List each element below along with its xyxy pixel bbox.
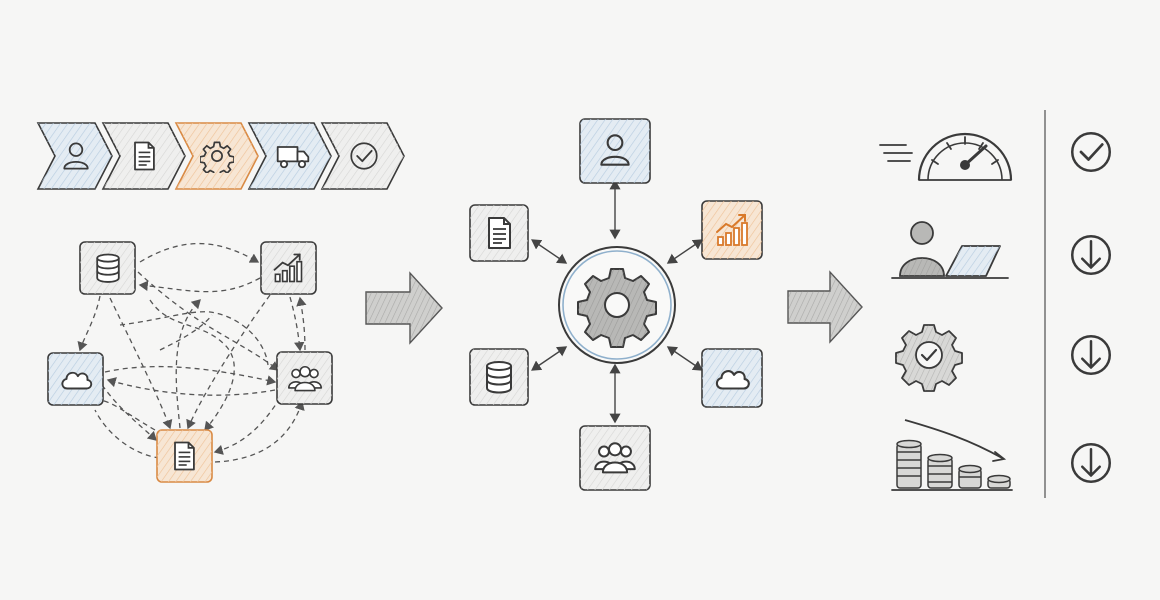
transition-arrow-2 bbox=[787, 270, 863, 344]
document-icon bbox=[134, 141, 155, 171]
checkmark-circle-icon bbox=[1070, 131, 1112, 173]
document-icon bbox=[488, 217, 511, 249]
hub-spoke-chart bbox=[701, 200, 763, 260]
gear-check-icon bbox=[895, 324, 963, 392]
database-icon bbox=[96, 253, 120, 283]
hub-connections bbox=[531, 179, 703, 424]
chevron-gear bbox=[174, 122, 259, 190]
hub-core bbox=[558, 246, 676, 364]
hub-spoke-database bbox=[469, 348, 529, 406]
database-icon bbox=[486, 361, 512, 394]
chevron-document bbox=[101, 122, 186, 190]
coin-stacks-decline-icon bbox=[891, 419, 1013, 491]
chaotic-node-document bbox=[156, 429, 213, 483]
chaotic-node-cloud bbox=[47, 352, 104, 406]
chevron-checkmark bbox=[320, 122, 405, 190]
chevron-person bbox=[36, 122, 113, 190]
person-laptop-icon bbox=[891, 221, 1009, 279]
benefits-panel bbox=[879, 110, 1112, 498]
chaotic-node-database bbox=[79, 241, 136, 295]
hub-spoke-users bbox=[579, 425, 651, 491]
hub-gear-icon bbox=[577, 268, 657, 348]
chaotic-node-chart bbox=[260, 241, 317, 295]
hub-spoke-person bbox=[579, 118, 651, 184]
transition-arrow-1 bbox=[365, 271, 443, 345]
chaotic-connections bbox=[77, 242, 307, 463]
arrow-down-circle-icon bbox=[1071, 443, 1111, 483]
document-icon bbox=[174, 441, 195, 471]
chevron-truck bbox=[247, 122, 332, 190]
chaotic-node-users bbox=[276, 351, 333, 405]
hub-spoke-document bbox=[469, 204, 529, 262]
cloud-icon bbox=[61, 371, 93, 390]
cloud-icon bbox=[715, 370, 750, 390]
speedometer-icon bbox=[879, 132, 1013, 181]
arrow-down-circle-icon bbox=[1071, 335, 1111, 375]
arrow-down-circle-icon bbox=[1071, 235, 1111, 275]
hub-spoke-cloud bbox=[701, 348, 763, 408]
process-chain bbox=[36, 122, 405, 190]
